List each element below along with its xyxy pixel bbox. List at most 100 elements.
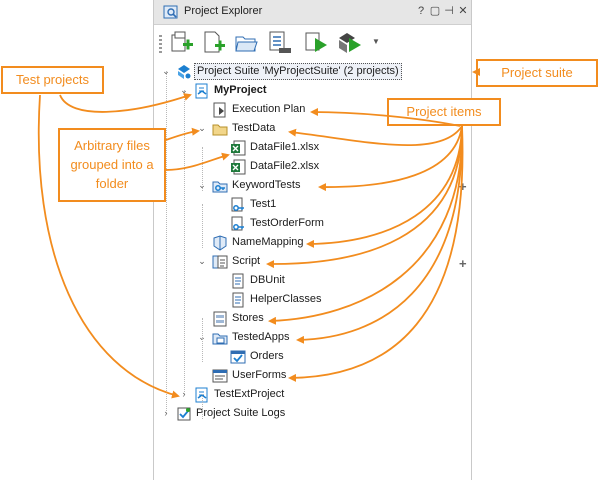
tree-item-label: Project Suite Logs xyxy=(196,407,286,419)
tree-item-testdata[interactable]: ⌄ TestData xyxy=(196,119,460,138)
expand-plus-icon[interactable]: + xyxy=(459,179,467,194)
tree-item-project-suite-logs[interactable]: ›Project Suite Logs xyxy=(160,404,460,423)
tree-guide-line xyxy=(202,204,203,248)
tree-spacer xyxy=(196,366,208,385)
tree-item-project-suite-myprojectsuite-2-projects[interactable]: ⌄ Project Suite 'MyProjectSuite' (2 proje… xyxy=(160,62,460,81)
tested-app-icon xyxy=(230,350,246,364)
keyword-test-icon xyxy=(231,197,244,212)
tree-item-execution-plan[interactable]: Execution Plan xyxy=(196,100,460,119)
tree-item-dbunit[interactable]: DBUnit xyxy=(214,271,460,290)
tree-spacer xyxy=(214,195,226,214)
project-explorer-icon xyxy=(163,5,178,19)
toolbar-grip[interactable] xyxy=(159,35,162,53)
keyword-tests-icon xyxy=(212,181,228,193)
tree-item-orders[interactable]: Orders xyxy=(214,347,460,366)
tree-spacer xyxy=(214,347,226,366)
keyword-test-icon xyxy=(231,216,244,231)
callout-arbitrary-files: Arbitrary files grouped into a folder xyxy=(58,128,166,202)
tree-item-datafile1-xlsx[interactable]: DataFile1.xlsx xyxy=(214,138,460,157)
float-button[interactable]: ▢ xyxy=(429,5,441,17)
run-project-button[interactable] xyxy=(304,30,330,56)
tree-item-namemapping[interactable]: NameMapping xyxy=(196,233,460,252)
pin-button[interactable]: ⊣ xyxy=(444,5,454,17)
tree-item-label: NameMapping xyxy=(232,236,304,248)
tree-guide-line xyxy=(166,71,167,415)
collapse-chevron-icon[interactable]: ⌄ xyxy=(180,85,188,95)
tree-item-label: KeywordTests xyxy=(232,179,301,191)
tree-spacer xyxy=(214,271,226,290)
logs-icon xyxy=(177,407,191,421)
collapse-chevron-icon[interactable]: ⌄ xyxy=(198,123,206,133)
tree-item-label: Test1 xyxy=(250,198,277,210)
tree-item-script[interactable]: ⌄ Script xyxy=(196,252,460,271)
tree-spacer xyxy=(196,100,208,119)
panel-titlebar: Project Explorer ? ▢ ⊣ ✕ xyxy=(154,0,471,25)
user-forms-icon xyxy=(212,369,228,383)
script-unit-icon xyxy=(232,292,244,308)
project-icon xyxy=(195,387,208,403)
project-suite-icon xyxy=(178,65,191,79)
folder-icon xyxy=(212,124,228,136)
properties-button[interactable] xyxy=(267,30,293,56)
run-dropdown-chevron-icon[interactable]: ▼ xyxy=(372,37,380,46)
tree-item-label: MyProject xyxy=(214,84,267,96)
tree-spacer xyxy=(214,157,226,176)
help-button[interactable]: ? xyxy=(417,5,425,17)
tree-item-label: TestedApps xyxy=(232,331,290,343)
execution-plan-icon xyxy=(213,102,226,118)
collapse-chevron-icon[interactable]: ⌄ xyxy=(162,66,170,76)
toolbar: ▼ xyxy=(154,25,471,61)
tree-item-keywordtests[interactable]: ⌄ KeywordTests xyxy=(196,176,460,195)
tree-spacer xyxy=(214,214,226,233)
tree-item-label: HelperClasses xyxy=(250,293,322,305)
tree-item-helperclasses[interactable]: HelperClasses xyxy=(214,290,460,309)
project-explorer-panel: Project Explorer ? ▢ ⊣ ✕ xyxy=(153,0,472,480)
tree-item-userforms[interactable]: UserForms xyxy=(196,366,460,385)
callout-project-items: Project items xyxy=(387,98,501,126)
tree-item-testorderform[interactable]: TestOrderForm xyxy=(214,214,460,233)
tree-guide-line xyxy=(202,394,203,419)
tree-item-testextproject[interactable]: ›TestExtProject xyxy=(178,385,460,404)
run-suite-button[interactable] xyxy=(337,30,363,56)
tree-guide-line xyxy=(202,147,203,191)
panel-title: Project Explorer xyxy=(184,5,263,17)
excel-file-icon xyxy=(231,140,246,156)
expand-plus-icon[interactable]: + xyxy=(459,256,467,271)
add-new-project-button[interactable] xyxy=(201,30,227,56)
add-existing-button[interactable] xyxy=(233,30,259,56)
name-mapping-icon xyxy=(213,235,227,251)
script-unit-icon xyxy=(232,273,244,289)
tree-item-testedapps[interactable]: ⌄ TestedApps xyxy=(196,328,460,347)
collapse-chevron-icon[interactable]: ⌄ xyxy=(198,180,206,190)
tree-item-myproject[interactable]: ⌄ MyProject xyxy=(178,81,460,100)
tree-guide-line xyxy=(202,318,203,362)
close-button[interactable]: ✕ xyxy=(458,5,468,17)
tree-item-label: Project Suite 'MyProjectSuite' (2 projec… xyxy=(194,63,402,80)
tree-item-label: Stores xyxy=(232,312,264,324)
tree-guide-line xyxy=(184,90,185,396)
callout-project-suite: Project suite xyxy=(476,59,598,87)
excel-file-icon xyxy=(231,159,246,175)
tree-item-label: Script xyxy=(232,255,261,267)
callout-test-projects: Test projects xyxy=(1,66,104,94)
add-new-item-button[interactable] xyxy=(169,30,195,56)
tree-item-label: Execution Plan xyxy=(232,103,306,115)
tree-item-label: UserForms xyxy=(232,369,287,381)
tree-item-datafile2-xlsx[interactable]: DataFile2.xlsx xyxy=(214,157,460,176)
tree-item-label: DataFile1.xlsx xyxy=(250,141,320,153)
tree-item-stores[interactable]: Stores xyxy=(196,309,460,328)
script-icon xyxy=(212,255,228,269)
collapse-chevron-icon[interactable]: ⌄ xyxy=(198,332,206,342)
tree-spacer xyxy=(214,290,226,309)
tree-item-label: TestExtProject xyxy=(214,388,285,400)
tree-item-test1[interactable]: Test1 xyxy=(214,195,460,214)
collapse-chevron-icon[interactable]: ⌄ xyxy=(198,256,206,266)
tree-item-label: TestOrderForm xyxy=(250,217,324,229)
stores-icon xyxy=(213,311,227,327)
tree-item-label: Orders xyxy=(250,350,284,362)
tree-item-label: DBUnit xyxy=(250,274,285,286)
tree-spacer xyxy=(214,138,226,157)
tested-apps-icon xyxy=(212,333,228,345)
project-icon xyxy=(195,83,208,99)
tree-item-label: TestData xyxy=(232,122,276,134)
